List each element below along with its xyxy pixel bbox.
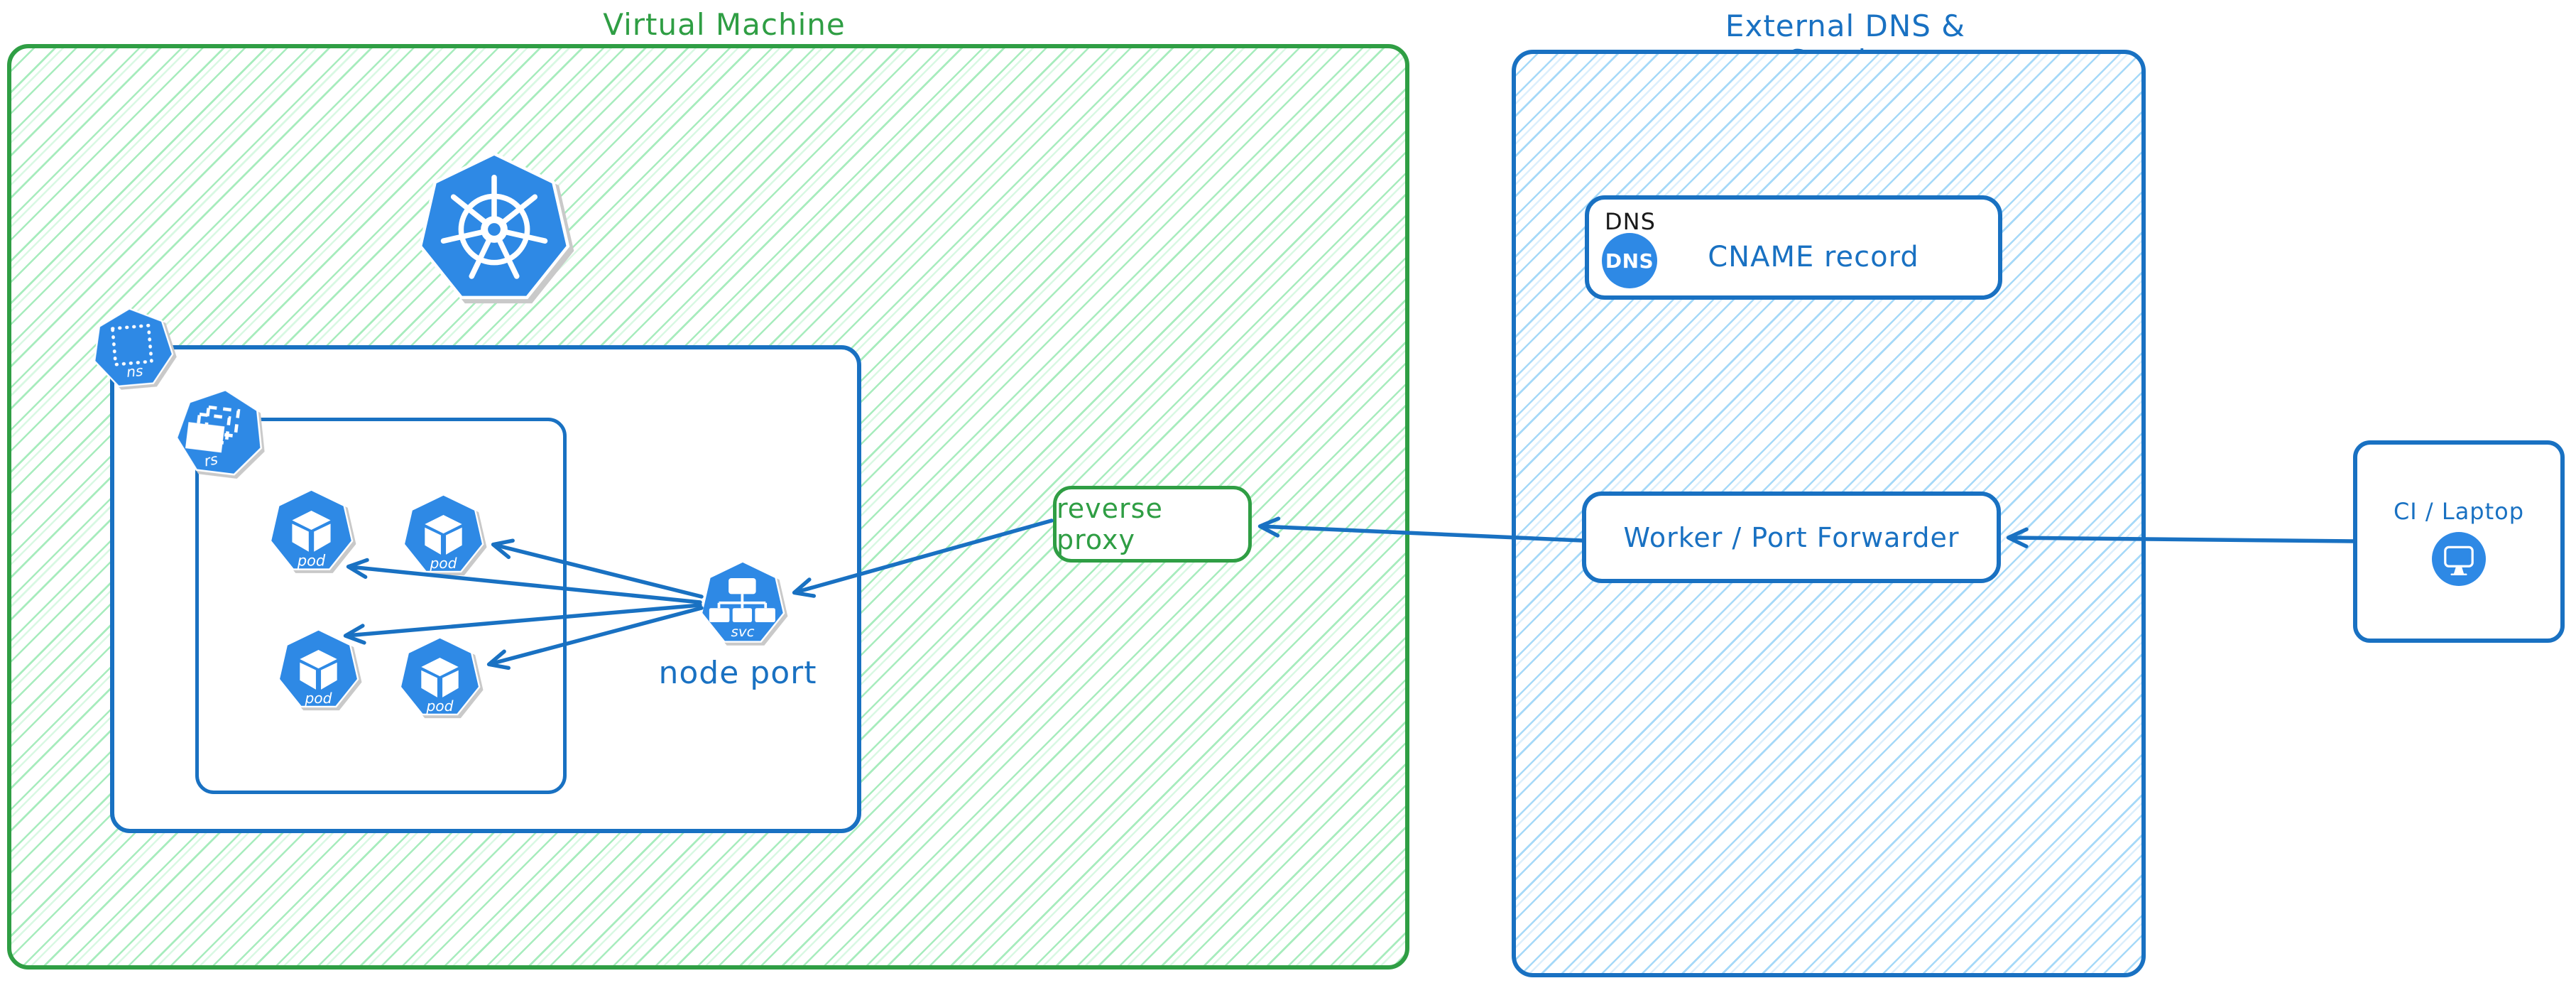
- pod-icon-4: pod: [399, 636, 481, 716]
- svg-text:pod: pod: [304, 690, 332, 707]
- reverse-proxy-box: reverse proxy: [1053, 486, 1252, 563]
- pod-icon-2: pod: [403, 494, 484, 573]
- svg-text:svc: svc: [731, 624, 755, 640]
- ci-laptop-label: CI / Laptop: [2393, 497, 2525, 525]
- laptop-monitor-icon: [2432, 531, 2486, 586]
- svg-text:ns: ns: [126, 362, 144, 381]
- pod-icon-1: pod: [269, 489, 354, 570]
- worker-port-forwarder-box: Worker / Port Forwarder: [1582, 492, 2001, 583]
- replicaset-icon: rs: [175, 389, 263, 476]
- worker-port-forwarder-label: Worker / Port Forwarder: [1623, 521, 1960, 553]
- dns-badge-label: DNS: [1605, 249, 1654, 273]
- service-icon: svc: [700, 560, 785, 643]
- svg-text:pod: pod: [297, 552, 326, 569]
- reverse-proxy-label: reverse proxy: [1057, 493, 1163, 555]
- dns-header-label: DNS: [1605, 208, 1656, 235]
- dns-record-box: DNS DNS CNAME record: [1585, 195, 2002, 300]
- svg-text:rs: rs: [202, 450, 219, 469]
- ci-laptop-box: CI / Laptop: [2353, 440, 2565, 643]
- virtual-machine-title: Virtual Machine: [603, 7, 846, 42]
- cname-record-label: CNAME record: [1708, 241, 1919, 273]
- dns-badge-icon: DNS: [1602, 233, 1657, 288]
- svg-text:pod: pod: [425, 697, 453, 715]
- namespace-icon: ns: [93, 308, 174, 388]
- node-port-label: node port: [658, 655, 817, 691]
- kubernetes-logo-icon: [418, 151, 570, 300]
- pod-icon-3: pod: [278, 629, 359, 708]
- svg-text:pod: pod: [429, 555, 457, 572]
